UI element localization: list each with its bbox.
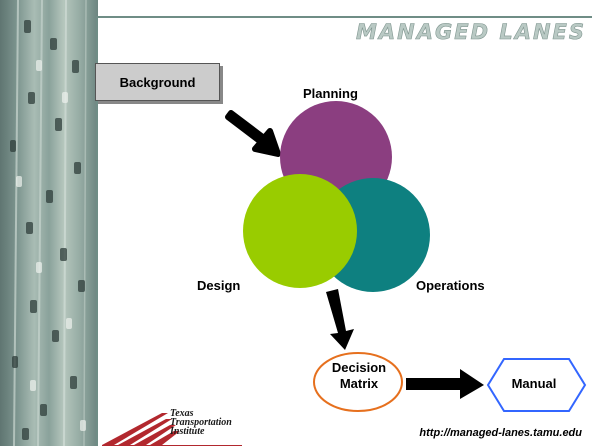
frame-top-line (98, 16, 592, 18)
background-box: Background (95, 63, 220, 101)
frame-left-line (96, 16, 98, 446)
arrow-to-manual (406, 369, 484, 399)
design-label: Design (197, 278, 241, 293)
manual-label: Manual (511, 376, 557, 391)
highway-photo-strip (0, 0, 98, 446)
decision-matrix-ellipse (313, 352, 403, 412)
page-title: MANAGED LANES (356, 20, 586, 45)
decision-matrix-line-2: Matrix (339, 376, 379, 391)
operations-label: Operations (416, 278, 485, 293)
planning-label: Planning (303, 86, 358, 101)
logo-line-3: Institute (170, 426, 205, 437)
logo-line-2: Transportation (170, 417, 232, 428)
decision-matrix-line-1: Decision (331, 360, 387, 375)
arrow-background-to-planning (225, 110, 281, 157)
design-circle (243, 174, 357, 288)
manual-hexagon (486, 358, 587, 412)
footer-url[interactable]: http://managed-lanes.tamu.edu (419, 427, 582, 439)
logo-line-1: Texas (170, 408, 194, 419)
tti-logo-text: Texas Transportation Institute (170, 408, 232, 437)
arrow-to-decision-matrix (326, 289, 354, 350)
decision-matrix-label: Decision Matrix (315, 360, 403, 392)
background-label: Background (119, 74, 196, 90)
